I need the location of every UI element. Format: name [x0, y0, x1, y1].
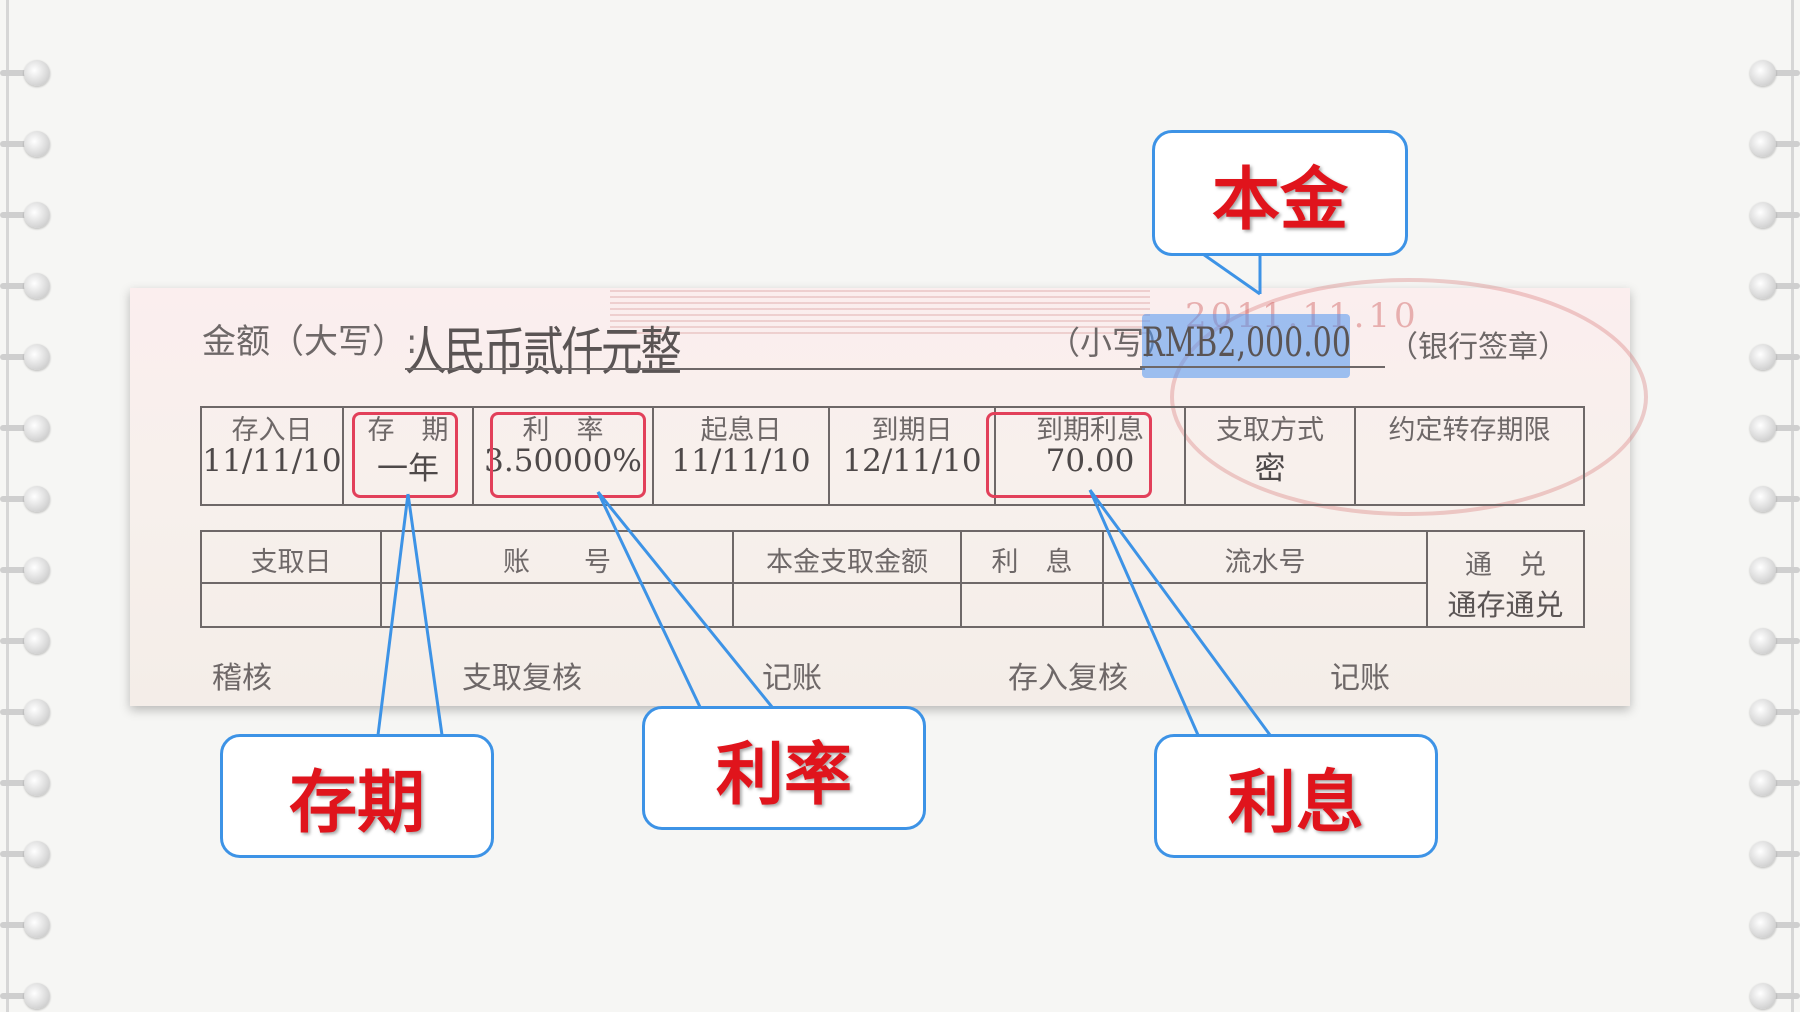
- binder-ring-bar: [0, 425, 30, 431]
- binder-ring-bar: [1770, 922, 1800, 928]
- cell-withdraw-date: 支取日: [200, 530, 382, 584]
- binder-ring-bar: [1770, 638, 1800, 644]
- binder-ring-bar: [0, 70, 30, 76]
- binder-ring: [24, 912, 50, 938]
- cell-principal-withdrawn: 本金支取金额: [732, 530, 962, 584]
- binder-ring-bar: [1770, 567, 1800, 573]
- rate-highlight-box: [490, 412, 646, 498]
- binder-ring: [1750, 202, 1776, 228]
- cell-serial-number: 流水号: [1102, 530, 1428, 584]
- binder-ring-bar: [0, 212, 30, 218]
- amount-label: 金额（大写）:: [202, 322, 418, 362]
- binder-ring: [1750, 273, 1776, 299]
- binder-ring-bar: [0, 638, 30, 644]
- binder-ring: [24, 273, 50, 299]
- binder-ring-bar: [1770, 354, 1800, 360]
- binder-ring-bar: [0, 709, 30, 715]
- binder-ring-bar: [0, 496, 30, 502]
- bank-stamp-label: （银行签章）: [1388, 330, 1568, 365]
- binder-ring-bar: [1770, 993, 1800, 999]
- binder-ring: [24, 628, 50, 654]
- withdrawal-table: 支取日 账 号 本金支取金额 利 息 流水号 通 兑通存通兑: [200, 530, 1585, 628]
- binder-ring: [1750, 344, 1776, 370]
- binder-ring-bar: [0, 780, 30, 786]
- binder-ring: [1750, 841, 1776, 867]
- binder-ring-bar: [0, 141, 30, 147]
- binder-ring-bar: [1770, 212, 1800, 218]
- cell-interest: 利 息: [960, 530, 1104, 584]
- binder-ring-bar: [1770, 709, 1800, 715]
- cell-withdraw-method: 支取方式密: [1184, 406, 1356, 506]
- binder-ring-bar: [1770, 283, 1800, 289]
- binder-ring: [24, 699, 50, 725]
- binder-ring: [24, 415, 50, 441]
- left-page-edge: [6, 0, 9, 1012]
- binder-ring: [1750, 60, 1776, 86]
- term-highlight-box: [352, 412, 458, 498]
- callout-interest: 利息: [1154, 734, 1438, 858]
- binder-ring: [24, 344, 50, 370]
- slip-stripe: [610, 290, 1150, 338]
- binder-ring: [1750, 415, 1776, 441]
- deposit-slip: 2011.11.10 金额（大写）: 人民币贰仟元整 （小写） RMB2,000…: [130, 278, 1648, 706]
- binder-ring: [24, 60, 50, 86]
- cell-term: 存 期一年: [342, 406, 474, 506]
- binder-ring-bar: [1770, 780, 1800, 786]
- right-binder-rings: [1740, 0, 1800, 1012]
- binder-ring: [1750, 912, 1776, 938]
- binder-ring: [1750, 557, 1776, 583]
- footer-withdraw-review: 支取复核: [462, 661, 582, 696]
- amount-in-words: 人民币贰仟元整: [405, 323, 682, 383]
- cell-exchange: 通 兑通存通兑: [1426, 530, 1585, 628]
- amount-underline: [405, 368, 1145, 370]
- binder-ring: [1750, 628, 1776, 654]
- binder-ring-bar: [0, 922, 30, 928]
- binder-ring: [24, 770, 50, 796]
- binder-ring-bar: [1770, 851, 1800, 857]
- binder-ring: [1750, 131, 1776, 157]
- cell-account-number: 账 号: [380, 530, 734, 584]
- binder-ring-bar: [1770, 141, 1800, 147]
- right-page-edge: [1791, 0, 1794, 1012]
- binder-ring: [1750, 983, 1776, 1009]
- binder-ring: [1750, 699, 1776, 725]
- binder-ring-bar: [1770, 70, 1800, 76]
- binder-ring: [24, 131, 50, 157]
- binder-ring-bar: [0, 567, 30, 573]
- binder-ring: [24, 841, 50, 867]
- binder-ring-bar: [0, 993, 30, 999]
- footer-bookkeeping-1: 记账: [762, 661, 822, 696]
- footer-deposit-review: 存入复核: [1008, 661, 1128, 696]
- binder-ring-bar: [0, 283, 30, 289]
- callout-term: 存期: [220, 734, 494, 858]
- small-amount-value: RMB2,000.00: [1142, 320, 1351, 366]
- bank-seal: [1170, 278, 1648, 516]
- footer-audit: 稽核: [212, 661, 272, 696]
- left-binder-rings: [0, 0, 60, 1012]
- binder-ring-bar: [1770, 425, 1800, 431]
- binder-ring: [24, 983, 50, 1009]
- binder-ring: [1750, 770, 1776, 796]
- small-amount-underline: [1140, 366, 1385, 368]
- binder-ring: [24, 202, 50, 228]
- binder-ring: [24, 557, 50, 583]
- interest-highlight-box: [986, 412, 1152, 498]
- footer-bookkeeping-2: 记账: [1330, 661, 1390, 696]
- binder-ring-bar: [0, 851, 30, 857]
- binder-ring: [1750, 486, 1776, 512]
- binder-ring-bar: [0, 354, 30, 360]
- callout-rate: 利率: [642, 706, 926, 830]
- binder-ring: [24, 486, 50, 512]
- binder-ring-bar: [1770, 496, 1800, 502]
- cell-rollover-period: 约定转存期限: [1354, 406, 1585, 506]
- callout-principal: 本金: [1152, 130, 1408, 256]
